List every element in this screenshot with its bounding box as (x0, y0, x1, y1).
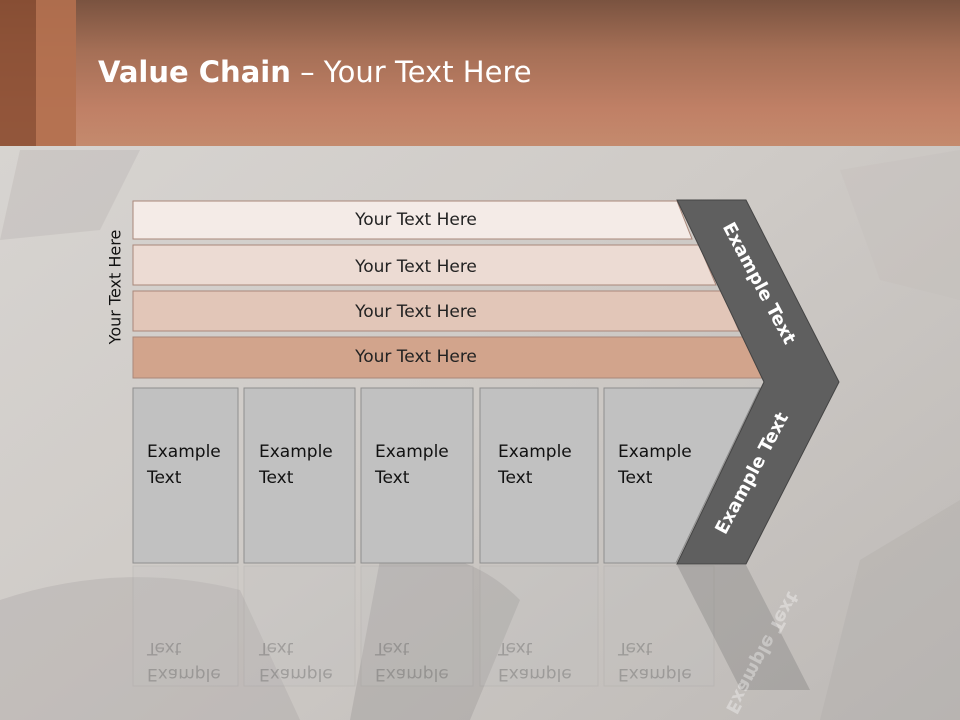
title-bold: Value Chain (98, 55, 291, 89)
band-1 (132, 200, 693, 240)
box-4-text: Example Text (498, 439, 572, 491)
box-5-line1: Example (618, 442, 692, 462)
band-2 (132, 244, 717, 286)
box-1-text: Example Text (147, 439, 221, 491)
box-3-reflection-line1: Example (375, 664, 449, 684)
box-5-text-reflection: Example Text (618, 635, 692, 687)
band-1-text: Your Text Here (354, 210, 477, 230)
box-2-line2: Text (259, 468, 294, 488)
box-2-line1: Example (259, 442, 333, 462)
band-2-text: Your Text Here (354, 257, 477, 277)
boxes-reflection (132, 565, 715, 687)
chevron-reflection (677, 565, 810, 690)
box-1 (132, 387, 239, 564)
slide-title: Value Chain – Your Text Here (98, 55, 532, 89)
box-5-text: Example Text (618, 439, 692, 491)
box-2-text-reflection: Example Text (259, 635, 333, 687)
box-3-line1: Example (375, 442, 449, 462)
title-accent-bar-light (36, 0, 76, 146)
title-rest: – Your Text Here (290, 55, 532, 89)
box-1-line2: Text (147, 468, 182, 488)
box-3 (360, 387, 474, 564)
box-4 (479, 387, 599, 564)
box-4-reflection-line1: Example (498, 664, 572, 684)
band-3 (132, 290, 740, 332)
box-1-reflection-line1: Example (147, 664, 221, 684)
box-3-reflection-line2: Text (375, 638, 410, 658)
box-2-text: Example Text (259, 439, 333, 491)
box-5 (603, 387, 761, 564)
box-3-text: Example Text (375, 439, 449, 491)
box-1-line1: Example (147, 442, 221, 462)
box-4-line2: Text (498, 468, 533, 488)
box-2 (243, 387, 356, 564)
box-3-line2: Text (375, 468, 410, 488)
box-5-reflection-line1: Example (618, 664, 692, 684)
title-accent-bar-dark (0, 0, 36, 146)
box-2-reflection-line2: Text (259, 638, 294, 658)
band-4-text: Your Text Here (354, 347, 477, 367)
box-2-reflection-line1: Example (259, 664, 333, 684)
box-5-line2: Text (618, 468, 653, 488)
title-bar: Value Chain – Your Text Here (0, 0, 960, 146)
box-1-reflection-line2: Text (147, 638, 182, 658)
box-4-reflection-line2: Text (498, 638, 533, 658)
band-3-text: Your Text Here (354, 302, 477, 322)
box-4-text-reflection: Example Text (498, 635, 572, 687)
box-1-text-reflection: Example Text (147, 635, 221, 687)
box-3-text-reflection: Example Text (375, 635, 449, 687)
box-4-line1: Example (498, 442, 572, 462)
box-5-reflection-line2: Text (618, 638, 653, 658)
chevron-arrow (676, 199, 840, 565)
